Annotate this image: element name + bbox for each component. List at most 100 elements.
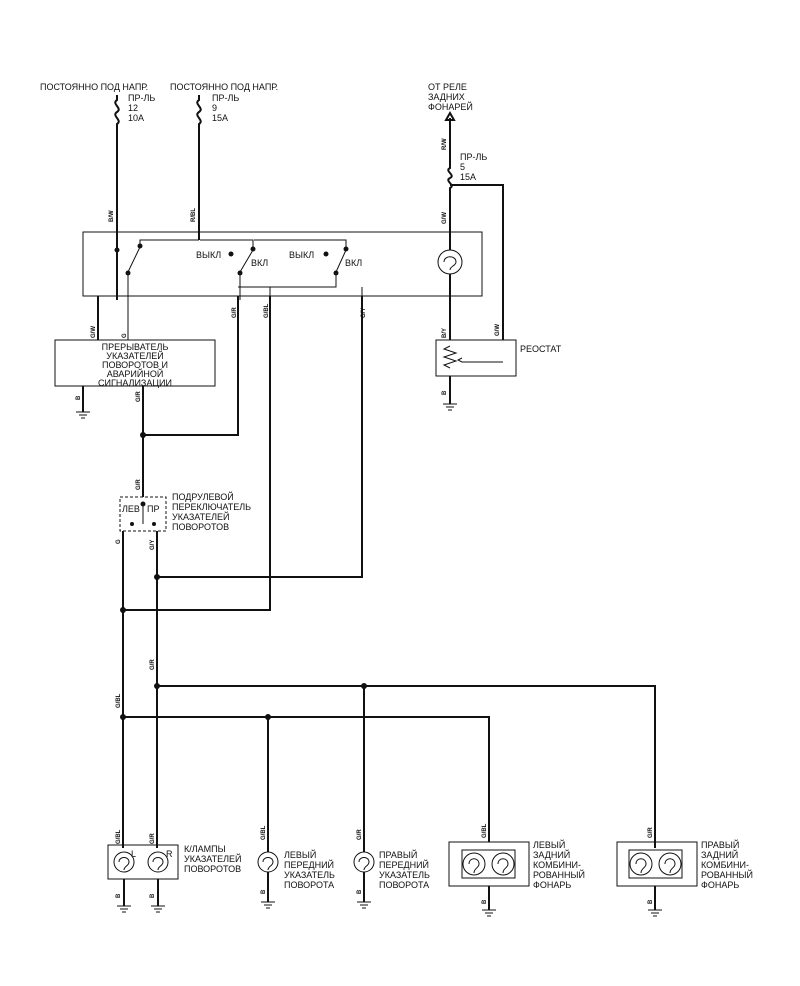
svg-text:G: G [116,539,122,544]
svg-text:10A: 10A [128,113,144,123]
left-rear-lamp-box [448,841,530,887]
fuse-12-symbol [114,95,120,300]
svg-text:G/R: G/R [150,659,156,670]
svg-text:B: B [116,893,122,898]
svg-text:ЛЕВЫЙ: ЛЕВЫЙ [284,849,316,860]
svg-text:9: 9 [212,103,217,113]
svg-text:G/R: G/R [136,391,142,402]
ground-symbol-rheostat [443,403,457,411]
svg-text:ЗАДНИХ: ЗАДНИХ [428,92,465,102]
rheostat-supply-wire [450,184,504,340]
flasher-unit [54,339,216,387]
svg-text:ЗАДНИЙ: ЗАДНИЙ [533,849,570,860]
fuse-5-symbol [447,118,453,232]
svg-text:R: R [166,849,173,859]
svg-text:12: 12 [128,103,138,113]
svg-text:15A: 15A [212,113,228,123]
svg-text:G: G [122,333,128,338]
svg-text:РОВАННЫЙ: РОВАННЫЙ [701,869,753,880]
svg-text:ПОВОРОТА: ПОВОРОТА [379,880,429,890]
right-rear-combination-lamp-icon [628,849,683,879]
svg-text:АВАРИЙНОЙ: АВАРИЙНОЙ [107,368,164,379]
hazard-switch-contacts: ВЫКЛ ВКЛ ВЫКЛ ВКЛ [114,232,463,340]
svg-text:5: 5 [460,162,465,172]
svg-text:ФОНАРЕЙ: ФОНАРЕЙ [428,101,473,112]
svg-text:G/W: G/W [91,326,97,338]
svg-text:G/R: G/R [150,833,156,844]
svg-text:УКАЗАТЕЛЬ: УКАЗАТЕЛЬ [379,870,430,880]
svg-text:ФОНАРЬ: ФОНАРЬ [533,880,571,890]
svg-text:G/R: G/R [357,829,363,840]
svg-text:B: B [442,390,448,395]
svg-text:УКАЗАТЕЛЕЙ: УКАЗАТЕЛЕЙ [106,350,163,361]
svg-text:15A: 15A [460,172,476,182]
svg-text:КОМБИНИ-: КОМБИНИ- [533,860,581,870]
svg-text:G/W: G/W [442,212,448,224]
svg-text:РОВАННЫЙ: РОВАННЫЙ [533,869,585,880]
svg-text:ЛЕВ: ЛЕВ [122,504,140,514]
indicator-lamps-box [107,844,179,880]
svg-text:ПРАВЫЙ: ПРАВЫЙ [379,849,417,860]
svg-text:УКАЗАТЕЛЕЙ: УКАЗАТЕЛЕЙ [172,511,229,522]
svg-text:ЗАДНИЙ: ЗАДНИЙ [701,849,738,860]
svg-text:ПОВОРОТОВ: ПОВОРОТОВ [172,522,229,532]
svg-text:ПЕРЕДНИЙ: ПЕРЕДНИЙ [379,859,429,870]
svg-text:ФОНАРЬ: ФОНАРЬ [701,880,739,890]
svg-text:ВКЛ: ВКЛ [251,258,268,268]
svg-text:ПР-ЛЬ: ПР-ЛЬ [212,93,239,103]
svg-text:G/W: G/W [495,324,501,336]
left-rear-combination-lamp-icon [461,849,516,879]
column-switch-box [119,496,167,532]
svg-text:ОТ РЕЛЕ: ОТ РЕЛЕ [428,82,467,92]
svg-text:B/W: B/W [109,210,115,222]
svg-text:G/BL: G/BL [482,823,488,838]
svg-text:ВЫКЛ: ВЫКЛ [196,250,221,260]
svg-text:G/R: G/R [232,307,238,318]
svg-text:G/BL: G/BL [264,303,270,318]
svg-text:G/BL: G/BL [116,829,122,844]
fuse-12: ПР-ЛЬ 12 10A [114,93,155,300]
rheostat-resistor [442,345,458,369]
bus-right-side [157,685,656,848]
svg-text:ПОВОРОТА: ПОВОРОТА [284,880,334,890]
indicator-lamp-left-icon [113,851,135,873]
svg-text:B/Y: B/Y [442,328,448,338]
svg-text:G/Y: G/Y [150,540,156,550]
svg-text:G/BL: G/BL [261,825,267,840]
svg-text:ПОВОРОТОВ: ПОВОРОТОВ [184,864,241,874]
svg-text:ВКЛ: ВКЛ [345,258,362,268]
ground-symbols-lamps [117,901,662,917]
rheostat-wiper [456,357,503,363]
svg-text:ПР: ПР [147,504,159,514]
tail-light-relay-feed: ОТ РЕЛЕ ЗАДНИХ ФОНАРЕЙ ПР-ЛЬ 5 15A [428,82,504,340]
svg-text:B: B [357,889,363,894]
svg-text:R/W: R/W [442,138,448,150]
constant-power-label-2: ПОСТОЯННО ПОД НАПР. [170,82,278,92]
svg-text:B: B [76,395,82,400]
svg-text:B: B [261,889,267,894]
rheostat-box [435,339,517,377]
constant-power-label-1: ПОСТОЯННО ПОД НАПР. [40,82,148,92]
left-front-turn-lamp-icon [257,851,279,873]
ground-symbol-flasher [76,411,90,419]
indicator-lamp-right-icon [147,851,169,873]
svg-text:ПОВОРОТОВ И: ПОВОРОТОВ И [102,360,168,370]
wire-gy-hazard [157,296,363,578]
right-front-turn-lamp-icon [353,851,375,873]
svg-text:ПРАВЫЙ: ПРАВЫЙ [701,839,739,850]
wire-gr-hazard [143,296,239,436]
svg-text:КОМБИНИ-: КОМБИНИ- [701,860,749,870]
svg-text:B: B [648,899,654,904]
svg-text:B: B [482,899,488,904]
svg-text:G/R: G/R [648,827,654,838]
hazard-switch-housing [82,231,483,297]
svg-text:L: L [131,849,136,859]
svg-text:ПЕРЕДНИЙ: ПЕРЕДНИЙ [284,859,334,870]
bus-left-side [123,716,490,842]
svg-text:G/BL: G/BL [116,693,122,708]
svg-text:G/Y: G/Y [361,308,367,318]
svg-text:ПР-ЛЬ: ПР-ЛЬ [128,93,155,103]
fuse-9-symbol [196,95,202,232]
svg-text:B: B [150,893,156,898]
